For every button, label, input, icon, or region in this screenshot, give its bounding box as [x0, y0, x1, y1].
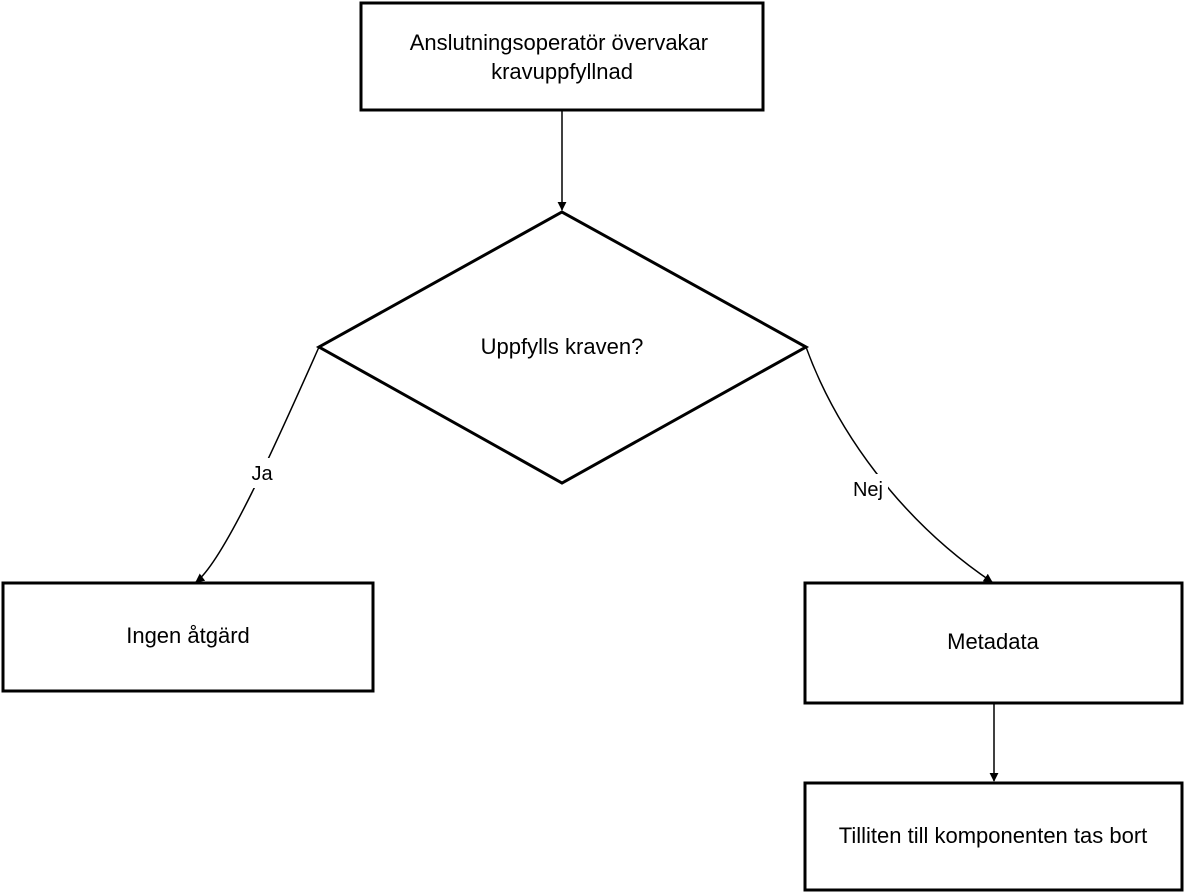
edge-yes: Ja: [195, 346, 320, 583]
edge-label-background: [244, 458, 278, 488]
process-box: [359, 1, 765, 112]
process-box: [803, 781, 1184, 892]
node-monitor-line2: kravuppfyllnad: [491, 59, 633, 84]
edge-no: Nej: [805, 346, 993, 583]
decision-diamond: [315, 210, 810, 485]
node-monitor-line1: Anslutningsoperatör övervakar: [410, 30, 708, 55]
node-trust-removed: Tilliten till komponenten tas bort: [803, 781, 1184, 892]
node-monitor: Anslutningsoperatör övervakar kravuppfyl…: [359, 1, 765, 112]
node-decision-label: Uppfylls kraven?: [481, 334, 644, 359]
edge-label-no: Nej: [853, 479, 883, 501]
node-decision: Uppfylls kraven?: [315, 210, 810, 485]
node-trust-removed-label: Tilliten till komponenten tas bort: [839, 823, 1148, 848]
process-box: [803, 581, 1184, 705]
connector-arrow: [805, 346, 993, 583]
node-no-action-label: Ingen åtgärd: [126, 623, 250, 648]
edge-label-background: [846, 474, 888, 504]
node-monitor-label: Anslutningsoperatör övervakar kravuppfyl…: [410, 30, 715, 84]
node-metadata: Metadata: [803, 581, 1184, 705]
process-box: [1, 581, 375, 693]
node-metadata-label: Metadata: [947, 629, 1039, 654]
node-no-action: Ingen åtgärd: [1, 581, 375, 693]
edge-label-yes: Ja: [251, 463, 273, 485]
